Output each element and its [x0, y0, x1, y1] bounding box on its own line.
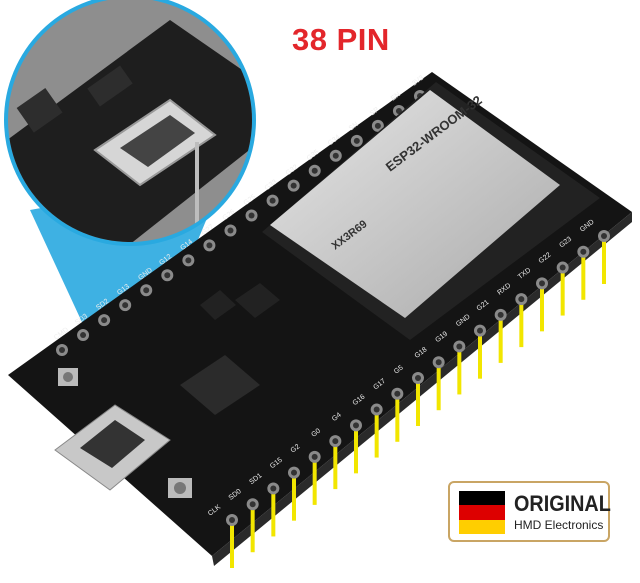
- header-pin: [581, 255, 586, 300]
- header-pin: [271, 492, 276, 537]
- header-pin: [540, 287, 544, 332]
- header-pin: [312, 460, 317, 505]
- header-pin: [230, 524, 234, 568]
- header-pin: [354, 429, 358, 474]
- pin-count-title: 38 PIN: [292, 22, 390, 57]
- header-pin: [457, 350, 462, 395]
- pin-label: G2: [290, 443, 302, 454]
- pin-label: EN: [390, 91, 402, 102]
- header-pin: [602, 240, 606, 284]
- badge-subtitle: HMD Electronics: [514, 518, 604, 532]
- header-pin: [436, 366, 441, 411]
- badge-title: ORIGINAL: [514, 491, 611, 516]
- header-pin: [519, 303, 524, 348]
- header-pin: [292, 476, 296, 521]
- header-pin: [560, 271, 565, 316]
- german-flag-icon: [459, 491, 505, 534]
- pin-label: SN: [348, 121, 360, 132]
- pin-label: G5: [393, 364, 405, 375]
- pin-label: SP: [369, 106, 381, 117]
- header-pin: [374, 413, 379, 458]
- pin-label: G4: [331, 412, 343, 423]
- header-pin: [395, 397, 400, 442]
- header-pin: [250, 508, 255, 553]
- header-pin: [333, 445, 338, 490]
- esp32-module-shield: [270, 90, 560, 318]
- header-pin: [478, 334, 482, 379]
- pin-label: G0: [310, 427, 322, 438]
- header-pin: [416, 382, 420, 426]
- yellow-header-pins: [56, 90, 610, 568]
- header-pin: [498, 318, 503, 363]
- original-badge: ORIGINAL HMD Electronics: [448, 481, 611, 542]
- usb-uart-chip: [180, 355, 260, 415]
